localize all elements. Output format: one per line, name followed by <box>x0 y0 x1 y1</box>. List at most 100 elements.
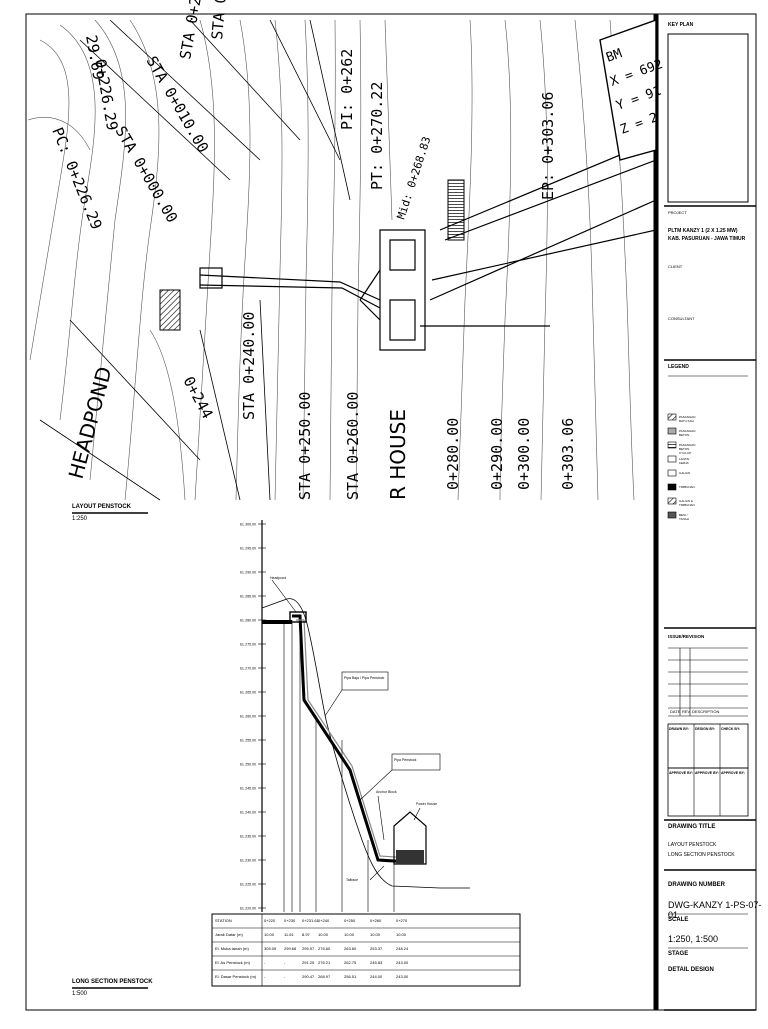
elevation-tick-label: EL 285.00 <box>240 595 256 599</box>
table-cell: 253.37 <box>370 946 383 951</box>
sec-ann-headpond: Headpond <box>270 576 287 580</box>
label-bm: BM <box>604 46 624 66</box>
table-cell: 243.00 <box>396 960 409 965</box>
elevation-tick-label: EL 290.00 <box>240 571 256 575</box>
label-sta-10: STA 0+010.00 <box>143 53 213 156</box>
hatch-areas <box>159 179 465 331</box>
elevation-tick-label: EL 295.00 <box>240 547 256 551</box>
table-cell: 291.25 <box>302 960 315 965</box>
table-cell: 276.21 <box>318 960 331 965</box>
tb-drawing-number: DWG-KANZY 1-PS-07-01 <box>668 900 762 920</box>
table-station: 0+240 <box>318 918 330 923</box>
label-pt: PT: 0+270.22 <box>368 82 386 190</box>
sec-ann-pipe-a: Pipa Baja / Pipa Penstock <box>344 676 385 680</box>
label-headpond: HEADPOND <box>64 364 117 481</box>
elevation-tick-label: EL 235.00 <box>240 835 256 839</box>
elevation-tick-label: EL 260.00 <box>240 715 256 719</box>
table-cell: 256.51 <box>344 974 357 979</box>
sec-ann-power: Power House <box>416 802 438 806</box>
table-cell: 11.61 <box>284 932 294 937</box>
tb-design-by: DESIGN BY: <box>695 727 716 731</box>
table-station: 0+250 <box>344 918 356 923</box>
label-sta-290: 0+290.00 <box>488 418 506 490</box>
label-sta-280: 0+280.00 <box>444 418 462 490</box>
label-sta-260: STA 0+260.00 <box>344 392 362 500</box>
label-misc-4: 0+244 <box>179 373 216 421</box>
table-cell: 243.00 <box>396 974 409 979</box>
tb-approve-1: APPROVE BY: <box>669 771 693 775</box>
section-callouts <box>271 579 441 881</box>
tb-drawing-title-1: LAYOUT PENSTOCK <box>668 842 717 848</box>
label-sta-20: STA 0+020.00 <box>208 0 235 40</box>
table-cell: 268.97 <box>318 974 331 979</box>
tb-consultant-lbl: CONSULTANT <box>668 316 695 321</box>
elevation-tick-label: EL 220.00 <box>240 907 256 911</box>
tb-drawing-number-lbl: DRAWING NUMBER <box>668 882 725 888</box>
table-cell: 248.24 <box>396 946 409 951</box>
elevation-tick-label: EL 230.00 <box>240 859 256 863</box>
table-cell: - <box>284 960 286 965</box>
elevation-tick-label: EL 245.00 <box>240 787 256 791</box>
tb-scale-val: 1:250, 1:500 <box>668 934 719 944</box>
tb-key-plan: KEY PLAN <box>668 22 694 28</box>
elevation-tick-label: EL 240.00 <box>240 811 256 815</box>
table-row-label: El. Dasar Penstock (m) <box>215 974 257 979</box>
tb-approve-3: APPROVE BY: <box>721 771 745 775</box>
penstock-profile <box>292 614 411 864</box>
penstock-alignment <box>199 229 426 351</box>
label-sta-300: 0+300.00 <box>515 418 533 490</box>
table-cell: 10.00 <box>318 932 329 937</box>
label-sta-250: STA 0+250.00 <box>296 392 314 500</box>
elevation-tick-label: EL 255.00 <box>240 739 256 743</box>
tb-stage-lbl: STAGE <box>668 951 689 957</box>
elevation-tick-label: EL 265.00 <box>240 691 256 695</box>
tb-client-lbl: CLIENT <box>668 264 683 269</box>
label-misc-3: STA 0+23 <box>176 0 206 61</box>
table-cell: - <box>284 974 286 979</box>
elevation-tick-label: EL 225.00 <box>240 883 256 887</box>
legend-swatches <box>667 413 677 519</box>
label-sta-0: STA 0+000.00 <box>112 123 182 226</box>
label-ep: EP: 0+303.06 <box>539 92 557 200</box>
tb-project-1: PLTM KANZY 1 (2 X 1.25 MW) <box>668 228 738 234</box>
table-station: 0+260 <box>370 918 382 923</box>
sec-ann-pipe-b: Pipa Penstock <box>394 758 417 762</box>
tb-issue-lbl: ISSUE/REVISION <box>668 634 705 639</box>
layout-title: LAYOUT PENSTOCK <box>72 504 132 510</box>
tb-scale-lbl: SCALE <box>668 917 689 923</box>
table-station: 0+270 <box>396 918 408 923</box>
label-pi: PI: 0+262 <box>338 49 356 130</box>
table-station: 0+220 <box>264 918 276 923</box>
table-cell: 290.47 <box>302 974 315 979</box>
table-row-label: STATION <box>215 918 232 923</box>
table-cell: 244.00 <box>370 974 383 979</box>
sec-ann-anchor: Anchor Block <box>376 790 397 794</box>
section-scale: 1:500 <box>72 991 88 997</box>
section-title: LONG SECTION PENSTOCK <box>72 979 153 985</box>
tb-stage-val: DETAIL DESIGN <box>668 967 714 973</box>
tb-drawn-by: DRAWN BY: <box>669 727 689 731</box>
table-cell: 305.09 <box>264 946 277 951</box>
benchmark-box <box>599 20 656 161</box>
table-row-label: El. As Penstock (m) <box>215 960 250 965</box>
table-cell: 276.60 <box>318 946 331 951</box>
layout-plan: PC: 0+226.29 PI: 0+262 PT: 0+270.22 Mid:… <box>27 0 665 514</box>
table-cell: 299.68 <box>284 946 297 951</box>
table-cell: 8.97 <box>302 932 310 937</box>
elevation-tick-label: EL 275.00 <box>240 643 256 647</box>
table-cell: 10.00 <box>264 932 275 937</box>
table-cell: 10.00 <box>370 932 381 937</box>
tb-rev-lbl: REV <box>682 709 691 714</box>
section-data-table <box>211 913 521 987</box>
label-powerhouse: R HOUSE <box>386 409 410 500</box>
tb-approve-2: APPROVE BY: <box>695 771 719 775</box>
table-cell: 295.97 <box>302 946 315 951</box>
table-row-label: Jarak Datar (m) <box>215 932 243 937</box>
table-row-label: El. Muka tanah (m) <box>215 946 249 951</box>
table-cell: 10.00 <box>396 932 407 937</box>
ground-profile <box>261 598 470 889</box>
label-sta-240: STA 0+240.00 <box>240 312 258 420</box>
